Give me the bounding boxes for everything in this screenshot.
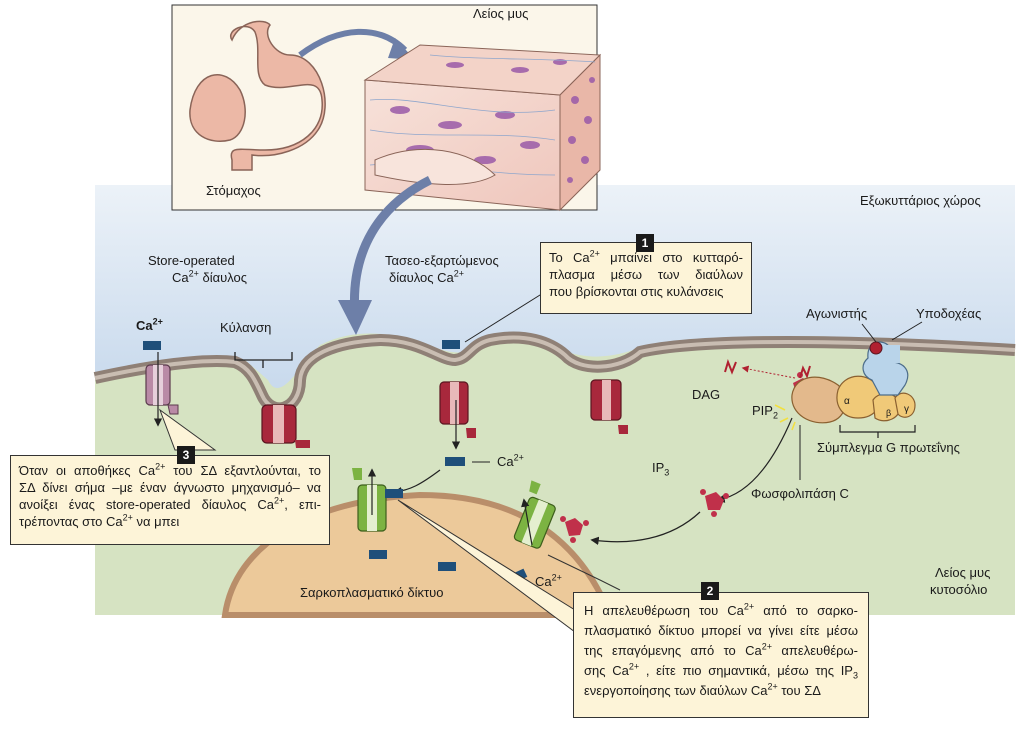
label-ca-sr: Ca2+ — [535, 572, 562, 589]
receptor — [862, 341, 909, 396]
callout-3-line-2: ΣΔ δίνει σήμα –με έναν άγνωστο μηχανισμό… — [19, 480, 321, 495]
callout-3: Όταν οι αποθήκες Ca2+ του ΣΔ εξαντλούντα… — [10, 455, 330, 545]
callout-1-line-2: πλασμα μέσω των διαύλων — [549, 267, 743, 282]
callout-2-line-2: πλασματικό δίκτυο μπορεί να γίνει είτε μ… — [584, 623, 858, 638]
label-pip2: PIP2 — [752, 403, 778, 421]
label-dag: DAG — [692, 387, 721, 402]
label-g-protein: Σύμπλεγμα G πρωτεΐνης — [817, 440, 960, 455]
callout-2-line-5: ενεργοποίησης των διαύλων Ca2+ του ΣΔ — [584, 681, 821, 698]
caveola-bracket — [234, 352, 293, 368]
ip3r-channel — [513, 480, 556, 549]
label-ca-left: Ca2+ — [136, 316, 163, 333]
stretch-channel-right — [590, 379, 628, 434]
callout-2: Η απελευθέρωση του Ca2+ από το σαρκο- πλ… — [573, 592, 869, 718]
label-stretch-1: Τασεο-εξαρτώμενος — [385, 253, 499, 268]
ip3-molecule — [700, 489, 729, 517]
label-store-operated-1: Store-operated — [148, 253, 235, 268]
label-phospholipase: Φωσφολιπάση C — [751, 486, 849, 501]
ca-ion — [143, 341, 161, 350]
callout-1-number: 1 — [636, 234, 654, 252]
callout-2-line-3: της επαγόμενης από το Ca2+ απελευθέρω- — [584, 641, 858, 658]
callout-1: Το Ca2+ μπαίνει στο κυτταρό- πλασμα μέσω… — [540, 242, 752, 314]
agonist — [869, 341, 883, 355]
callout-1-line-3: που βρίσκονται στις κυλάνσεις — [549, 284, 724, 299]
label-extracellular: Εξωκυττάριος χώρος — [860, 193, 981, 208]
ca-ion — [445, 457, 465, 466]
callout-3-number: 3 — [177, 446, 195, 464]
label-agonist: Αγωνιστής — [806, 306, 868, 321]
stretch-dependent-channel — [439, 381, 476, 438]
label-store-operated-2: Ca2+ δίαυλος — [172, 268, 248, 285]
label-ip3: IP3 — [652, 460, 670, 478]
label-alpha: α — [844, 396, 850, 407]
callout-2-number: 2 — [701, 582, 719, 600]
label-cytosol-1: Λείος μυς — [935, 565, 991, 580]
ca-ion — [385, 489, 403, 498]
stomach-icon — [229, 20, 326, 171]
ip3-molecule-bound — [560, 516, 589, 543]
g-protein-bracket — [839, 425, 916, 438]
ca-ion — [438, 562, 456, 571]
stretch-channel-caveola — [261, 404, 310, 448]
callout-2-line-1: Η απελευθέρωση του Ca2+ από το σαρκο- — [584, 601, 858, 618]
label-beta: β — [886, 408, 892, 418]
label-sarcoplasmic: Σαρκοπλασματικό δίκτυο — [300, 585, 444, 600]
callout-3-line-3: ανοίξει ένας store-operated δίαυλος Ca2+… — [19, 495, 321, 512]
ca-ion — [442, 340, 460, 349]
label-cytosol-2: κυτοσόλιο — [930, 582, 988, 597]
ca-ion — [369, 550, 387, 559]
dag-molecule — [724, 358, 737, 375]
g-protein-gamma — [894, 392, 916, 418]
callout-2-line-4: σης Ca2+ , είτε πιο σημαντικά, μέσω της … — [584, 661, 858, 681]
label-stretch-2: δίαυλος Ca2+ — [389, 268, 465, 285]
callout-3-pointer — [158, 408, 217, 451]
label-ca-mid: Ca2+ — [497, 452, 524, 469]
callout-3-line-1: Όταν οι αποθήκες Ca2+ του ΣΔ εξαντλούντα… — [19, 461, 321, 478]
label-smooth-muscle-top: Λείος μυς — [473, 6, 529, 21]
label-gamma: γ — [904, 404, 909, 415]
label-receptor: Υποδοχέας — [916, 306, 982, 321]
label-stomach: Στόμαχος — [206, 183, 261, 198]
label-caveola: Κύλανση — [220, 320, 272, 335]
callout-1-line-1: Το Ca2+ μπαίνει στο κυτταρό- — [549, 248, 743, 265]
callout-3-line-4: τρέποντας στο Ca2+ να μπει — [19, 512, 180, 529]
